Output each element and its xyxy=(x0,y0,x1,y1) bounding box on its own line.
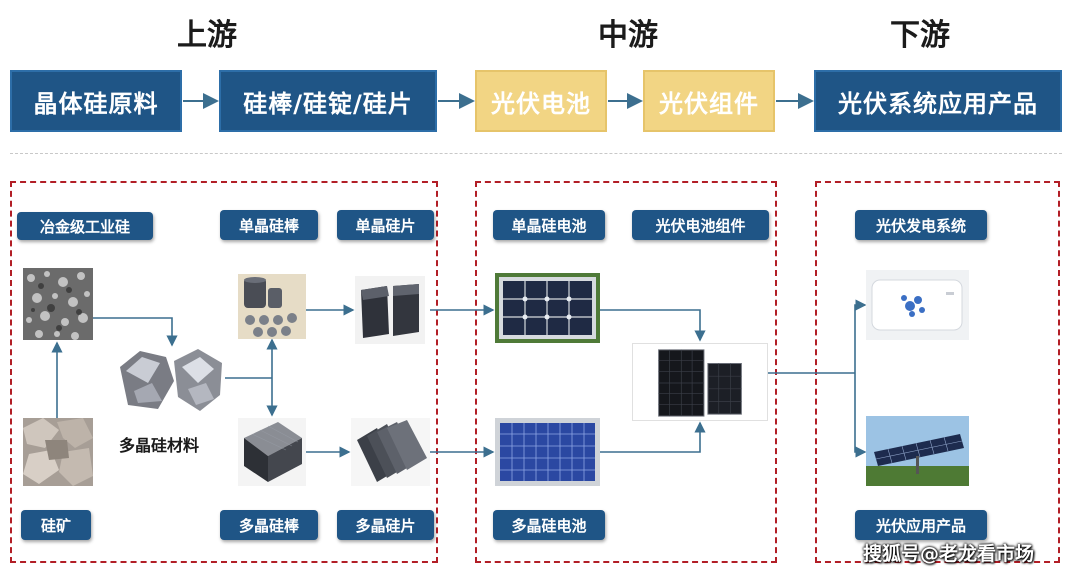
label-mono-wafer: 单晶硅片 xyxy=(337,210,434,240)
quartz-ore-image xyxy=(23,418,93,486)
flow-box-rod-ingot-wafer: 硅棒/硅锭/硅片 xyxy=(219,70,437,132)
stage-upstream-title: 上游 xyxy=(177,18,237,53)
label-metallurgical-silicon: 冶金级工业硅 xyxy=(17,212,153,240)
connector-metallurgical-to-poly-material xyxy=(58,317,178,347)
downstream-region xyxy=(815,181,1060,563)
flow-arrows xyxy=(183,93,814,109)
pv-module-image xyxy=(632,343,768,421)
stage-midstream-title: 中游 xyxy=(598,18,658,53)
label-pv-module: 光伏电池组件 xyxy=(632,210,769,240)
flow-box-crystal-silicon-raw-material: 晶体硅原料 xyxy=(10,70,182,132)
connector-mono-cell-to-module xyxy=(600,309,706,342)
poly-silicon-material-image xyxy=(118,347,225,413)
label-power-system: 光伏发电系统 xyxy=(855,210,987,240)
poly-wafer-image xyxy=(351,418,430,486)
section-separator xyxy=(10,153,1062,154)
label-mono-cell: 单晶硅电池 xyxy=(493,210,605,240)
midstream-region xyxy=(475,181,777,563)
poly-cell-panel-image xyxy=(495,418,600,486)
label-mono-rod: 单晶硅棒 xyxy=(220,210,318,240)
connector-to-application-products xyxy=(854,373,867,458)
label-poly-cell: 多晶硅电池 xyxy=(493,510,605,540)
label-poly-wafer: 多晶硅片 xyxy=(337,510,434,540)
poly-ingot-image xyxy=(238,418,306,486)
stage-downstream-title: 下游 xyxy=(890,18,950,53)
label-application-products: 光伏应用产品 xyxy=(855,510,987,540)
watermark: 搜狐号@老龙看市场 xyxy=(863,543,1035,565)
pv-power-system-image xyxy=(866,270,969,340)
mono-wafer-image xyxy=(355,276,425,344)
mono-rod-image xyxy=(238,274,306,339)
label-quartz: 硅矿 xyxy=(21,510,91,540)
upstream-region xyxy=(10,181,438,563)
label-poly-ingot: 多晶硅棒 xyxy=(220,510,318,540)
connector-poly-cell-to-module xyxy=(600,421,706,453)
flow-box-pv-cell: 光伏电池 xyxy=(475,70,607,132)
connector-to-power-system xyxy=(854,299,867,373)
metallurgical-silicon-image xyxy=(23,268,93,340)
flow-box-pv-system-products: 光伏系统应用产品 xyxy=(814,70,1062,132)
mono-cell-panel-image xyxy=(495,273,600,343)
label-poly-material: 多晶硅材料 xyxy=(119,436,200,455)
pv-application-products-image xyxy=(866,416,969,486)
flow-box-pv-module: 光伏组件 xyxy=(643,70,775,132)
